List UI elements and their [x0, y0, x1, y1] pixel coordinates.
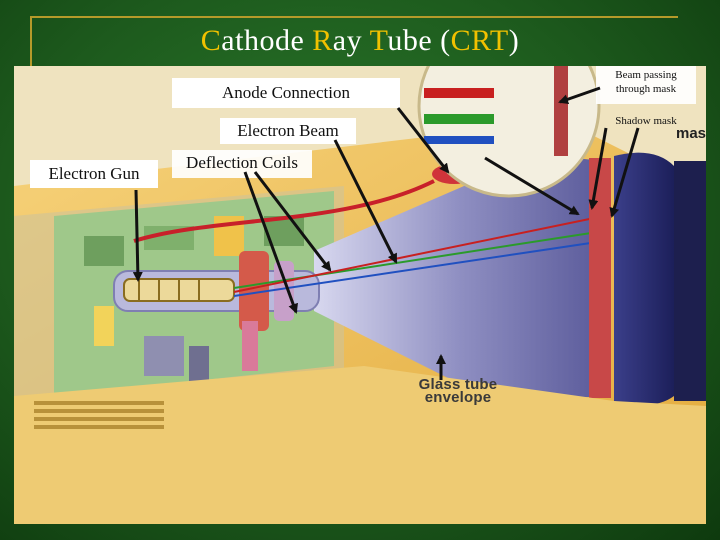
glass-tube	[314, 158, 604, 398]
coil-mount	[242, 321, 258, 371]
inset-blue-beam	[424, 136, 494, 144]
tube-socket	[144, 336, 184, 376]
shadow-mask	[589, 158, 611, 398]
title-part: C	[200, 24, 222, 57]
label-electron-beam: Electron Beam	[220, 118, 356, 144]
screen-edge	[674, 161, 706, 401]
label-glass-tube-line2: envelope	[424, 389, 492, 406]
board-component	[94, 306, 114, 346]
label-beam-passing: Beam passing through mask	[596, 66, 696, 104]
label-glass-tube-line1: Glass tube	[418, 376, 498, 393]
label-shadow-mask: Shadow mask	[615, 115, 677, 127]
case-front-lower	[14, 366, 706, 524]
title-frame-corner	[30, 16, 32, 76]
slide-title: Cathode Ray Tube (CRT)	[0, 24, 720, 58]
title-part: athode	[221, 24, 313, 57]
inset-red-beam	[424, 88, 494, 98]
title-part: ay	[332, 24, 370, 57]
vent-slots	[34, 401, 164, 429]
title-part: CRT	[450, 24, 509, 57]
inset-mask-text: mask	[676, 125, 706, 142]
title-part: R	[312, 24, 333, 57]
board-component	[84, 236, 124, 266]
label-glass-tube-envelope: Glass tube envelope	[404, 376, 512, 406]
inset-green-beam	[424, 114, 494, 124]
label-deflection-coils: Deflection Coils	[172, 150, 312, 178]
deflection-coil	[274, 261, 294, 321]
title-part: ube (	[387, 24, 451, 57]
title-frame-line	[30, 16, 678, 18]
label-electron-gun: Electron Gun	[30, 160, 158, 188]
label-beam-passing-line1: Beam passing	[615, 69, 677, 81]
tube-socket	[189, 346, 209, 386]
inset-mask-plate	[554, 66, 568, 156]
crt-cutaway-illustration: mask	[14, 66, 706, 524]
title-part: )	[508, 24, 520, 57]
screen-face	[614, 152, 674, 405]
label-beam-passing-line2: through mask	[615, 83, 677, 95]
crt-illustration-svg: mask	[14, 66, 706, 524]
label-anode-connection: Anode Connection	[172, 78, 400, 108]
title-part: T	[369, 24, 388, 57]
